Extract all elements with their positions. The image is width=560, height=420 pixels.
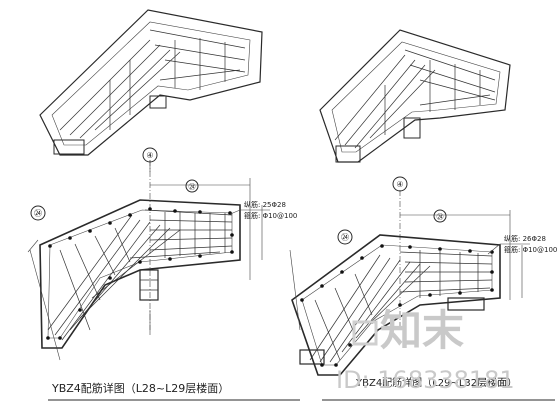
- right-detail-labels: ④ ㉔ ㉔ 纵筋: 26Φ28 箍筋: Φ10@100 YBZ4配筋详图（L29…: [322, 180, 557, 401]
- left-rebar-note-1: 纵筋: 25Φ28: [244, 200, 286, 209]
- right-axis-left: ㉔: [341, 233, 349, 242]
- watermark: 知末 ID: 168338181: [336, 306, 515, 394]
- watermark-logo-box: [352, 320, 378, 346]
- left-detail: [27, 147, 270, 361]
- right-axis-top: ④: [396, 180, 403, 189]
- top-right-plan: [319, 29, 511, 163]
- left-detail-labels: ④ ㉔ ㉔ 纵筋: 25Φ28 箍筋: Φ10@100 YBZ4配筋详图（L28…: [34, 151, 300, 401]
- top-left-plan: [39, 9, 263, 156]
- left-axis-mid: ㉔: [189, 183, 196, 191]
- right-caption: YBZ4配筋详图（L29~L32层楼面）: [355, 376, 517, 389]
- left-rebar-note-2: 箍筋: Φ10@100: [244, 211, 297, 220]
- left-axis-top: ④: [146, 151, 153, 160]
- right-axis-mid: ㉔: [437, 213, 444, 221]
- right-detail: [289, 176, 530, 376]
- watermark-id: ID: 168338181: [336, 366, 515, 394]
- right-rebar-note-1: 纵筋: 26Φ28: [504, 234, 546, 243]
- left-caption: YBZ4配筋详图（L28~L29层楼面）: [51, 381, 229, 395]
- right-rebar-note-2: 箍筋: Φ10@100: [504, 245, 557, 254]
- watermark-brand: 知末: [380, 306, 464, 355]
- left-axis-left: ㉔: [34, 209, 42, 218]
